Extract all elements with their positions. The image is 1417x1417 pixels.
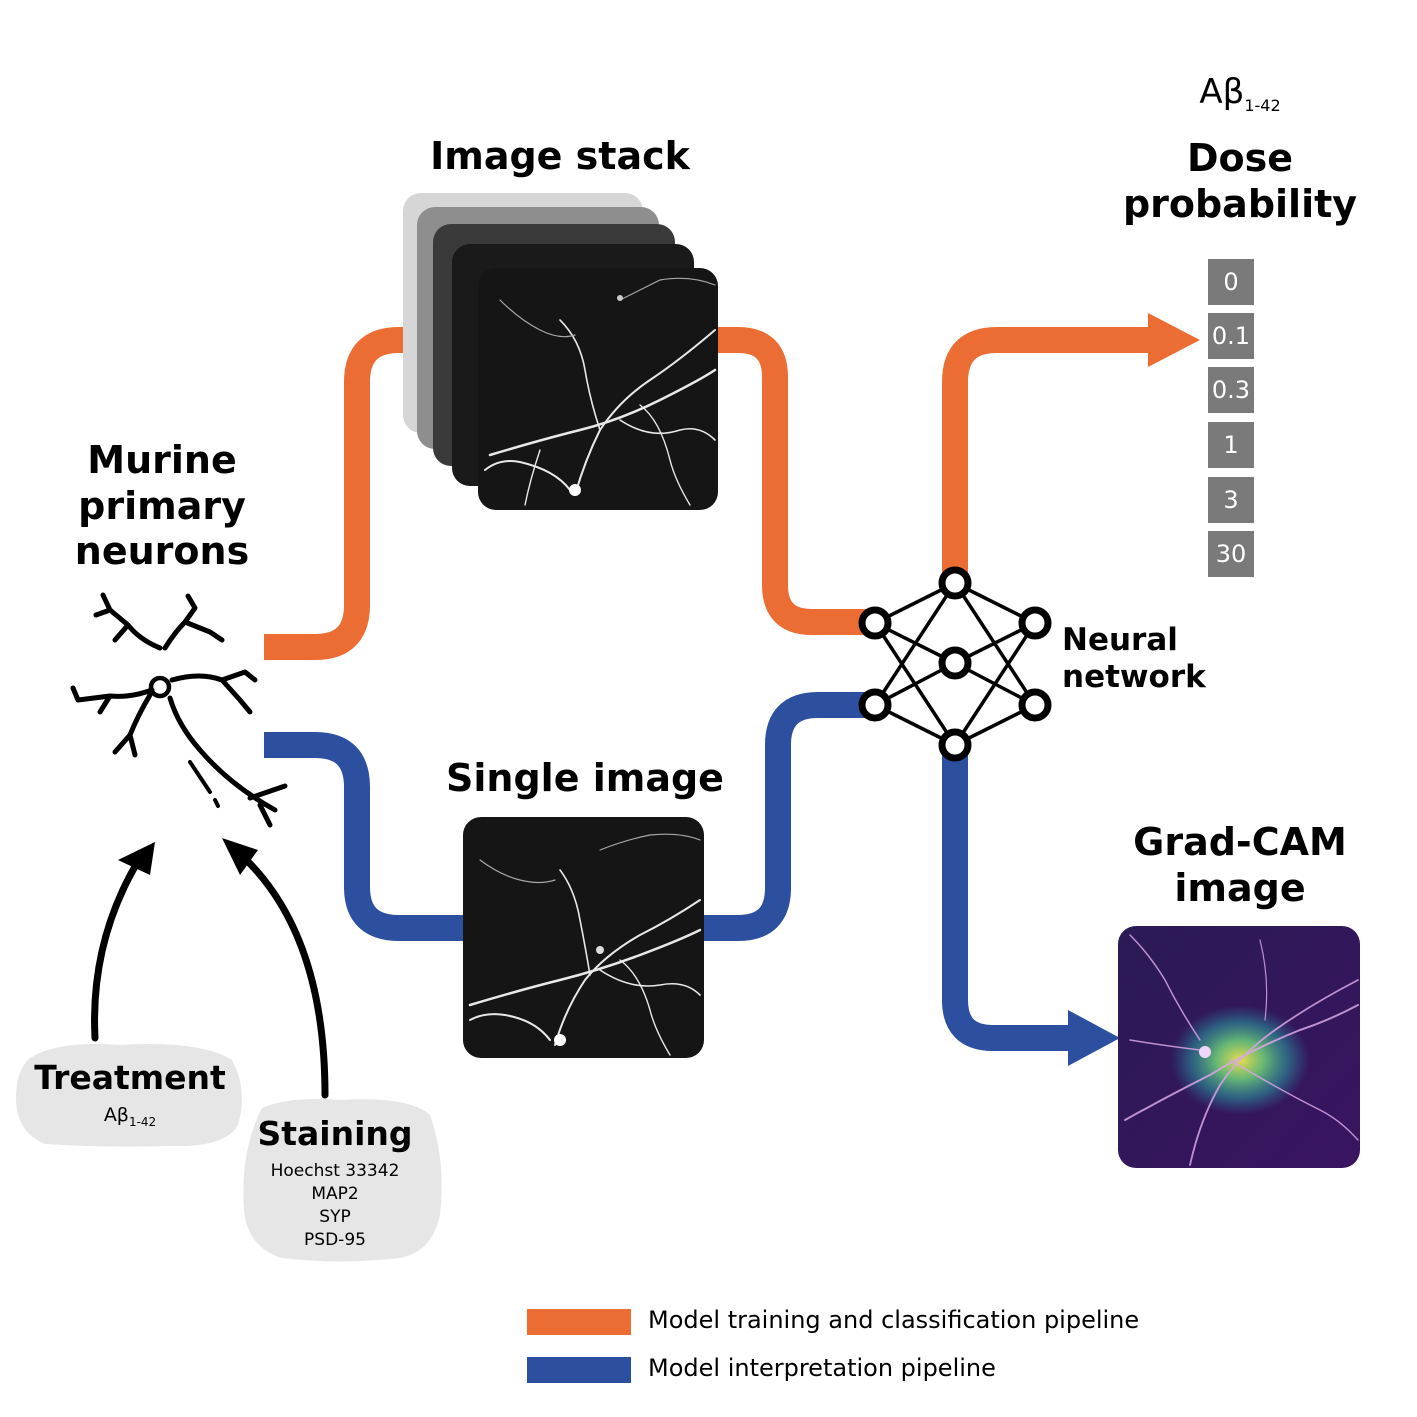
treatment-arrow: [91, 854, 144, 1042]
staining-list: Hoechst 33342 MAP2 SYP PSD-95: [245, 1160, 425, 1252]
murine-line-2: primary: [78, 483, 246, 528]
abeta-header: Aβ1-42: [1180, 72, 1300, 115]
abeta-header-sub: 1-42: [1244, 95, 1281, 115]
staining-item-map2: MAP2: [311, 1184, 359, 1204]
neuron-icon: [70, 592, 288, 828]
dose-box-0.1: 0.1: [1208, 313, 1254, 359]
treatment-arrowhead: [118, 842, 155, 875]
neural-network-icon: [858, 566, 1052, 762]
single-image: [463, 817, 704, 1058]
gradcam-line-2: image: [1174, 865, 1306, 910]
blue-path-single-to-network: [700, 692, 868, 941]
legend-swatch-training: [527, 1309, 631, 1335]
treatment-bubble: [16, 1043, 242, 1147]
staining-arrowhead: [222, 838, 258, 875]
gradcam-title: Grad-CAM image: [1120, 820, 1360, 911]
image-stack: [403, 193, 718, 510]
murine-line-1: Murine: [87, 438, 237, 482]
blue-arrowhead: [1068, 1010, 1120, 1066]
treatment-abeta: Aβ1-42: [90, 1104, 170, 1129]
murine-line-3: neurons: [74, 529, 250, 574]
staining-item-hoechst: Hoechst 33342: [270, 1161, 400, 1181]
image-stack-title: Image stack: [430, 134, 690, 178]
staining-arrow: [234, 848, 329, 1099]
abeta-header-main: Aβ: [1199, 72, 1245, 112]
treatment-title: Treatment: [34, 1058, 226, 1097]
dose-box-30: 30: [1208, 531, 1254, 577]
treatment-abeta-main: Aβ: [103, 1104, 129, 1126]
orange-arrowhead: [1148, 313, 1200, 367]
orange-path-neuron-to-stack: [264, 327, 425, 660]
staining-bubble: [243, 1099, 442, 1262]
staining-title: Staining: [257, 1114, 413, 1153]
murine-label: Murine primary neurons: [62, 438, 262, 575]
dose-probability-title: Dose probability: [1110, 136, 1370, 227]
blue-pipeline: [264, 692, 1070, 1051]
orange-path-network-to-dose: [942, 327, 1150, 580]
neural-network-line-1: Neural: [1062, 622, 1178, 658]
treatment-abeta-sub: 1-42: [128, 1114, 157, 1129]
orange-path-stack-to-network: [700, 327, 868, 635]
single-image-title: Single image: [446, 756, 724, 800]
dose-box-0.3: 0.3: [1208, 367, 1254, 413]
legend-label-training: Model training and classification pipeli…: [648, 1306, 1140, 1334]
gradcam-line-1: Grad-CAM: [1133, 820, 1347, 864]
dose-title-line-2: probability: [1122, 181, 1358, 226]
dose-title-line-1: Dose: [1186, 136, 1294, 180]
gradcam-image: [1118, 926, 1360, 1168]
dose-box-1: 1: [1208, 422, 1254, 468]
neural-network-line-2: network: [1062, 659, 1206, 696]
legend-swatch-interpretation: [527, 1357, 631, 1383]
legend-label-interpretation: Model interpretation pipeline: [648, 1354, 996, 1382]
blue-path-neuron-to-single: [264, 732, 470, 941]
dose-box-3: 3: [1208, 477, 1254, 523]
staining-item-psd95: PSD-95: [304, 1230, 366, 1250]
neural-network-label: Neural network: [1062, 622, 1222, 696]
orange-pipeline: [264, 327, 1150, 660]
staining-item-syp: SYP: [319, 1207, 351, 1227]
dose-box-0: 0: [1208, 259, 1254, 305]
blue-path-network-to-gradcam: [942, 745, 1070, 1051]
